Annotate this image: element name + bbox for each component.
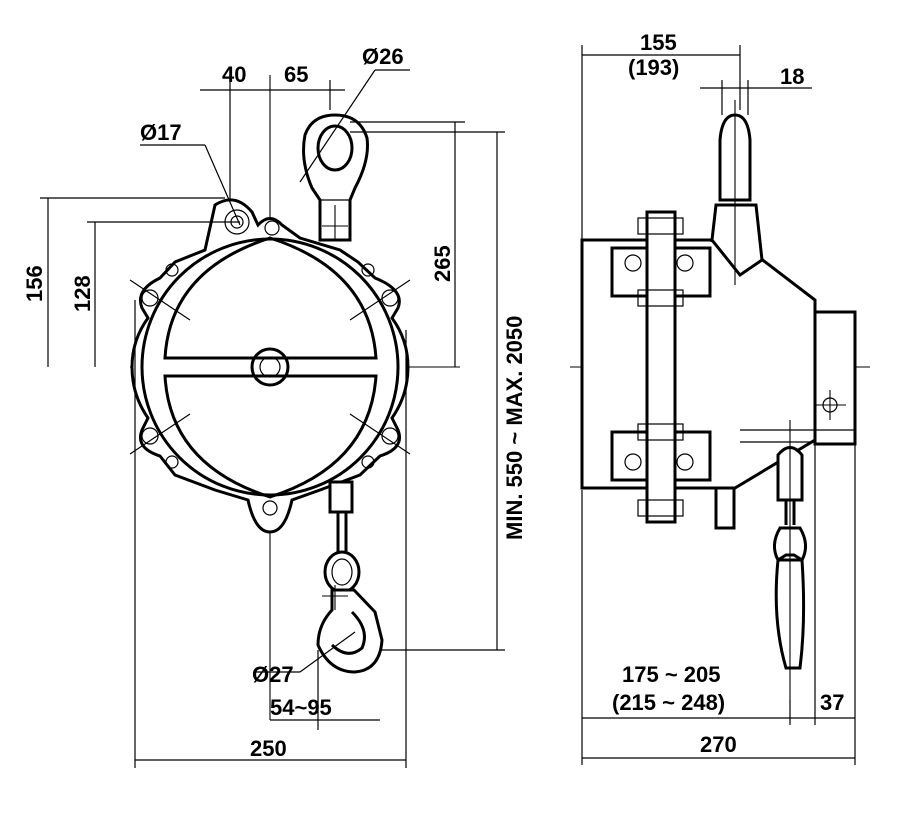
dim-37: 37 — [820, 690, 844, 715]
dim-54-95: 54~95 — [270, 695, 332, 720]
dim-travel-range: MIN. 550 ~ MAX. 2050 — [502, 316, 527, 540]
dim-265: 265 — [430, 245, 455, 282]
dim-dia-27: Ø27 — [252, 662, 294, 687]
side-view: 155 (193) 18 175 ~ 205 (215 ~ 248) 37 27… — [570, 30, 870, 765]
dim-65: 65 — [284, 62, 308, 87]
dim-250: 250 — [250, 736, 287, 761]
dim-215-248: (215 ~ 248) — [612, 690, 725, 715]
side-brackets — [610, 210, 712, 524]
side-top-hook — [710, 100, 764, 285]
balancer-housing — [130, 198, 410, 534]
front-dimension-lines — [40, 69, 505, 768]
dim-156: 156 — [22, 265, 47, 302]
dim-193: (193) — [628, 55, 679, 80]
dim-dia-26: Ø26 — [362, 44, 404, 69]
dim-dia-17: Ø17 — [140, 120, 182, 145]
dim-175-205: 175 ~ 205 — [622, 662, 720, 687]
side-housing — [580, 238, 857, 530]
dim-155: 155 — [640, 30, 677, 55]
front-view: 40 65 Ø26 Ø17 156 128 265 MIN. 550 ~ MAX… — [22, 44, 527, 768]
top-suspension-hook — [302, 113, 369, 242]
side-cable-hook — [773, 420, 807, 700]
cable-and-bottom-hook — [316, 480, 384, 674]
dim-18: 18 — [780, 64, 804, 89]
dim-270: 270 — [700, 732, 737, 757]
dim-40: 40 — [222, 62, 246, 87]
dim-128: 128 — [70, 275, 95, 312]
housing-bolts — [129, 209, 411, 516]
side-dimension-lines — [581, 45, 856, 765]
